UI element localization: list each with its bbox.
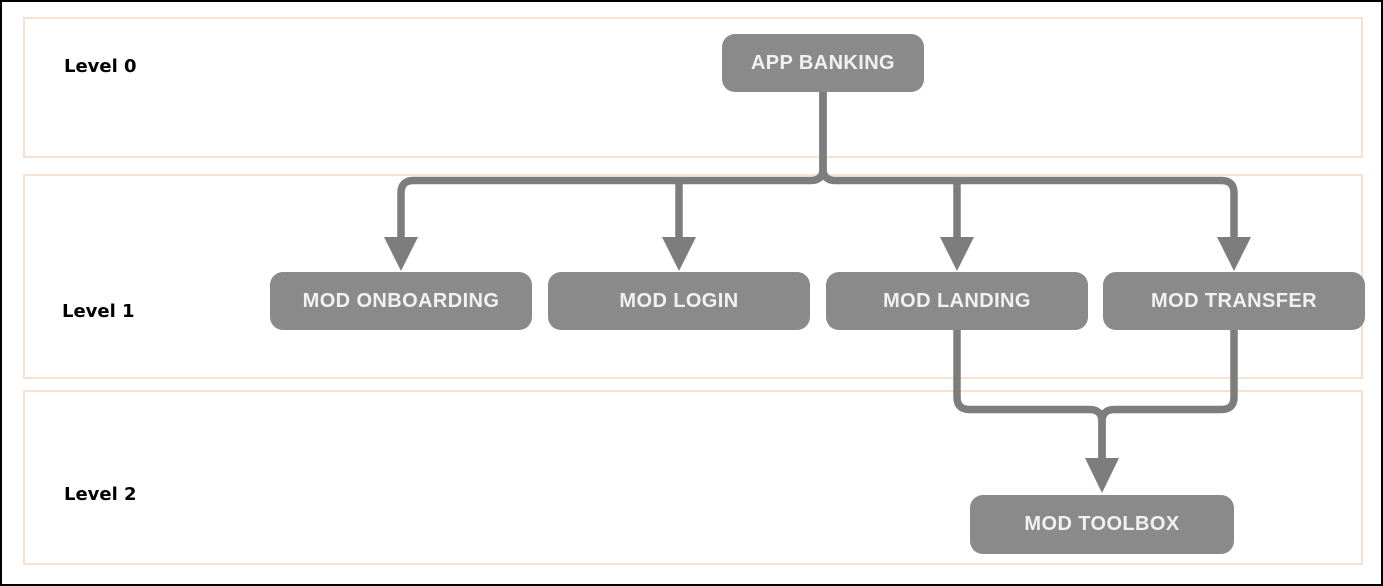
- node-mod-toolbox-label: MOD TOOLBOX: [1024, 513, 1180, 535]
- node-mod-transfer[interactable]: MOD TRANSFER: [1103, 272, 1365, 330]
- node-mod-onboarding[interactable]: MOD ONBOARDING: [270, 272, 532, 330]
- lane-label-level-2: Level 2: [64, 484, 137, 505]
- node-app-banking[interactable]: APP BANKING: [722, 34, 924, 92]
- node-mod-login-label: MOD LOGIN: [619, 289, 739, 312]
- lane-level-2: [23, 390, 1363, 565]
- node-mod-landing-label: MOD LANDING: [883, 289, 1031, 312]
- lane-label-level-0: Level 0: [64, 56, 137, 77]
- node-app-banking-label: APP BANKING: [750, 51, 896, 74]
- node-mod-login[interactable]: MOD LOGIN: [548, 272, 810, 330]
- node-mod-onboarding-label: MOD ONBOARDING: [302, 289, 500, 312]
- node-mod-transfer-label: MOD TRANSFER: [1151, 289, 1317, 312]
- lane-level-0: [23, 17, 1363, 158]
- node-mod-landing[interactable]: MOD LANDING: [826, 272, 1088, 330]
- lane-label-level-1: Level 1: [62, 301, 135, 322]
- node-mod-toolbox[interactable]: MOD TOOLBOX: [970, 495, 1234, 554]
